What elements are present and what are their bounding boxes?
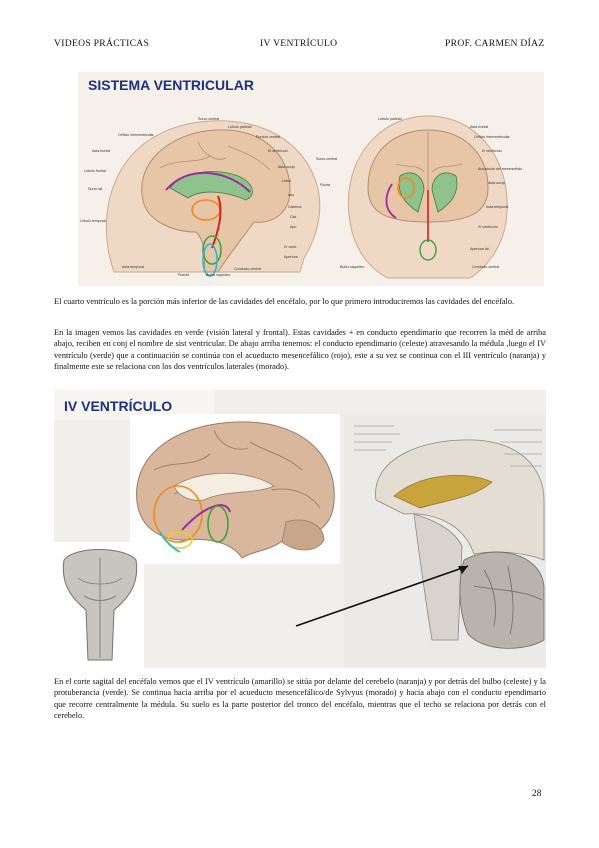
fig1-label-l5: III ventrículo (268, 149, 288, 153)
fig1-label-l14: Apo (290, 225, 296, 229)
ventricular-illustration: SISTEMA VENTRICULAR Surco central Lóbulo… (78, 72, 544, 286)
fig1-label-r5: Acueducto del mesencéfalo (478, 167, 522, 171)
fig1-label-r6: Asta occip. (488, 181, 506, 185)
fig1-label-r2: Orificio interventricular (474, 135, 511, 139)
fig1-label-l13: Cist (290, 215, 296, 219)
figure1-title: SISTEMA VENTRICULAR (88, 77, 254, 93)
fig1-label-r0: Lóbulo parietal (378, 117, 402, 121)
fig1-label-l8: Lóbul (282, 179, 291, 183)
fig1-label-r4: Surco central (316, 157, 337, 161)
fig1-label-r3: III ventrículo (482, 149, 502, 153)
fig1-label-r8: Asta temporal (486, 205, 508, 209)
fig1-label-l16: Apertura (284, 255, 298, 259)
fig1-label-l6: Asta occip. (278, 165, 296, 169)
fig1-label-l4: Asta frontal (92, 149, 110, 153)
page-number: 28 (532, 789, 542, 799)
fig1-label-l1: Lóbulo parietal (228, 125, 252, 129)
fig1-label-l10: Acu (288, 193, 294, 197)
fig1-label-l0: Surco central (198, 117, 219, 121)
fig1-label-l7: Lóbulo frontal (84, 169, 106, 173)
fig1-label-l18: Puente (178, 273, 189, 277)
fig1-label-l11: Cisterna (288, 205, 301, 209)
header-right: PROF. CARMEN DÍAZ (445, 38, 545, 49)
fig1-label-r10: Bulbo raquídeo (340, 265, 364, 269)
fig1-label-l19: Bulbo raquídeo (206, 273, 230, 277)
fig1-label-l2: Orificio interventricular (118, 133, 155, 137)
figure-ventricular-system: SISTEMA VENTRICULAR Surco central Lóbulo… (78, 72, 544, 286)
fig1-label-r9: IV ventrículo (478, 225, 498, 229)
fig1-label-l3: Porción central (256, 135, 280, 139)
paragraph-intro: El cuarto ventrículo es la porción más i… (54, 297, 515, 306)
fig1-label-l9: Surco lat. (88, 187, 103, 191)
header-center: IV VENTRÍCULO (260, 38, 338, 49)
fig1-label-l17: Asta temporal (122, 265, 144, 269)
figure-fourth-ventricle: IV VENTRÍCULO (54, 390, 546, 668)
header-left: VIDEOS PRÁCTICAS (54, 38, 150, 49)
fig1-label-r11: Apertura lat. (470, 247, 490, 251)
fig1-label-l20: Conducto central (234, 267, 261, 271)
fig1-label-r1: Asta frontal (470, 125, 488, 129)
figure2-title: IV VENTRÍCULO (64, 398, 172, 414)
paragraph-sagittal: En el corte sagital del encéfalo vemos q… (54, 677, 546, 720)
paragraph-ventricles: En la imagen vemos las cavidades en verd… (54, 328, 546, 371)
fourth-ventricle-illustration: IV VENTRÍCULO (54, 390, 546, 668)
fig1-label-l12: Lóbulo temporal (80, 219, 106, 223)
fig1-label-l15: IV ventr. (284, 245, 297, 249)
fig1-label-r12: Conducto central (472, 265, 499, 269)
fig1-label-r7: Fisura (320, 183, 330, 187)
